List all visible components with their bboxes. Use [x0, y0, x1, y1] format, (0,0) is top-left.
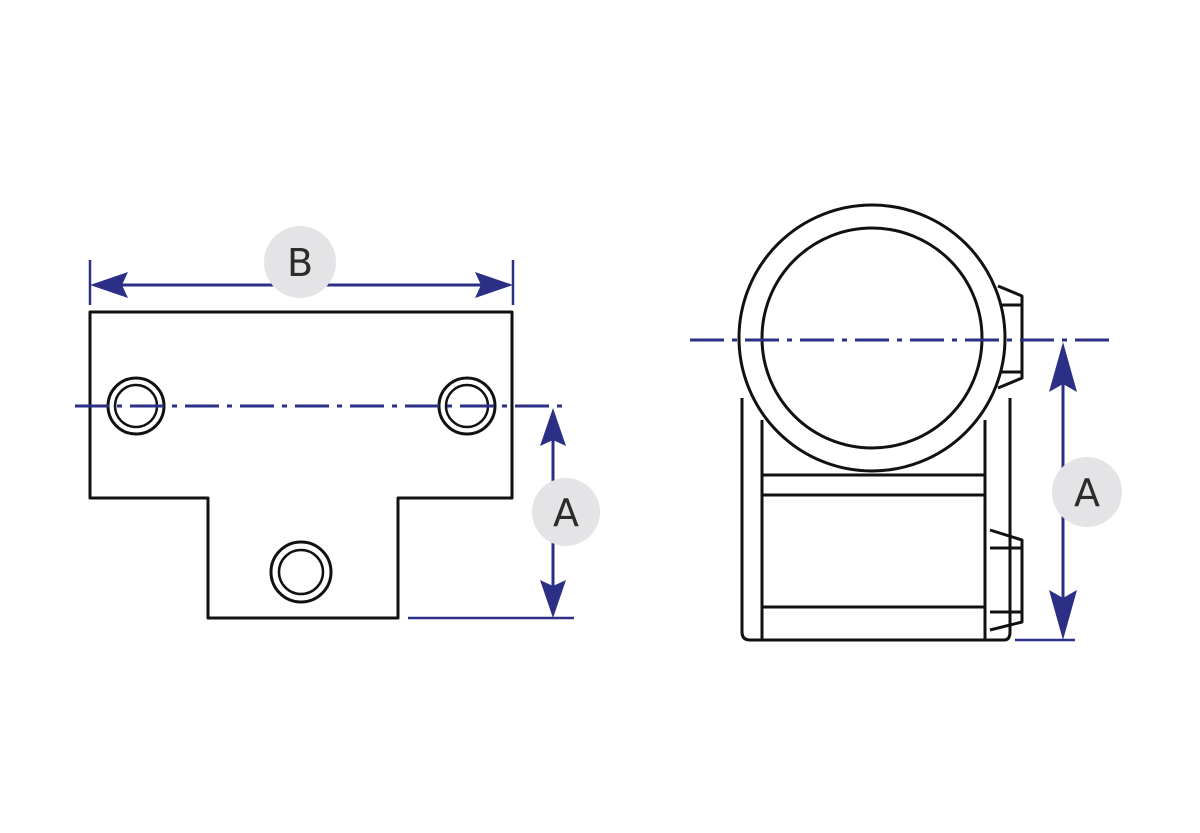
dimension-a-side: A: [1015, 342, 1122, 642]
badge-a-front: A: [532, 478, 600, 546]
bolt-hole-bottom: [269, 540, 333, 604]
tee-plate-outline: [88, 310, 514, 620]
tube-socket: [737, 203, 1007, 473]
dimension-a-front: A: [408, 408, 600, 620]
upper-lug: [997, 284, 1024, 390]
lower-lug: [989, 528, 1024, 632]
side-body-outline: [740, 398, 1012, 642]
label-b: B: [287, 241, 313, 285]
label-a-front: A: [553, 491, 579, 535]
front-view: B A: [75, 226, 600, 620]
label-a-side: A: [1074, 471, 1100, 515]
side-view: A: [690, 203, 1122, 642]
badge-a-side: A: [1052, 457, 1122, 527]
badge-b: B: [264, 226, 336, 298]
dimension-b: B: [88, 226, 515, 305]
